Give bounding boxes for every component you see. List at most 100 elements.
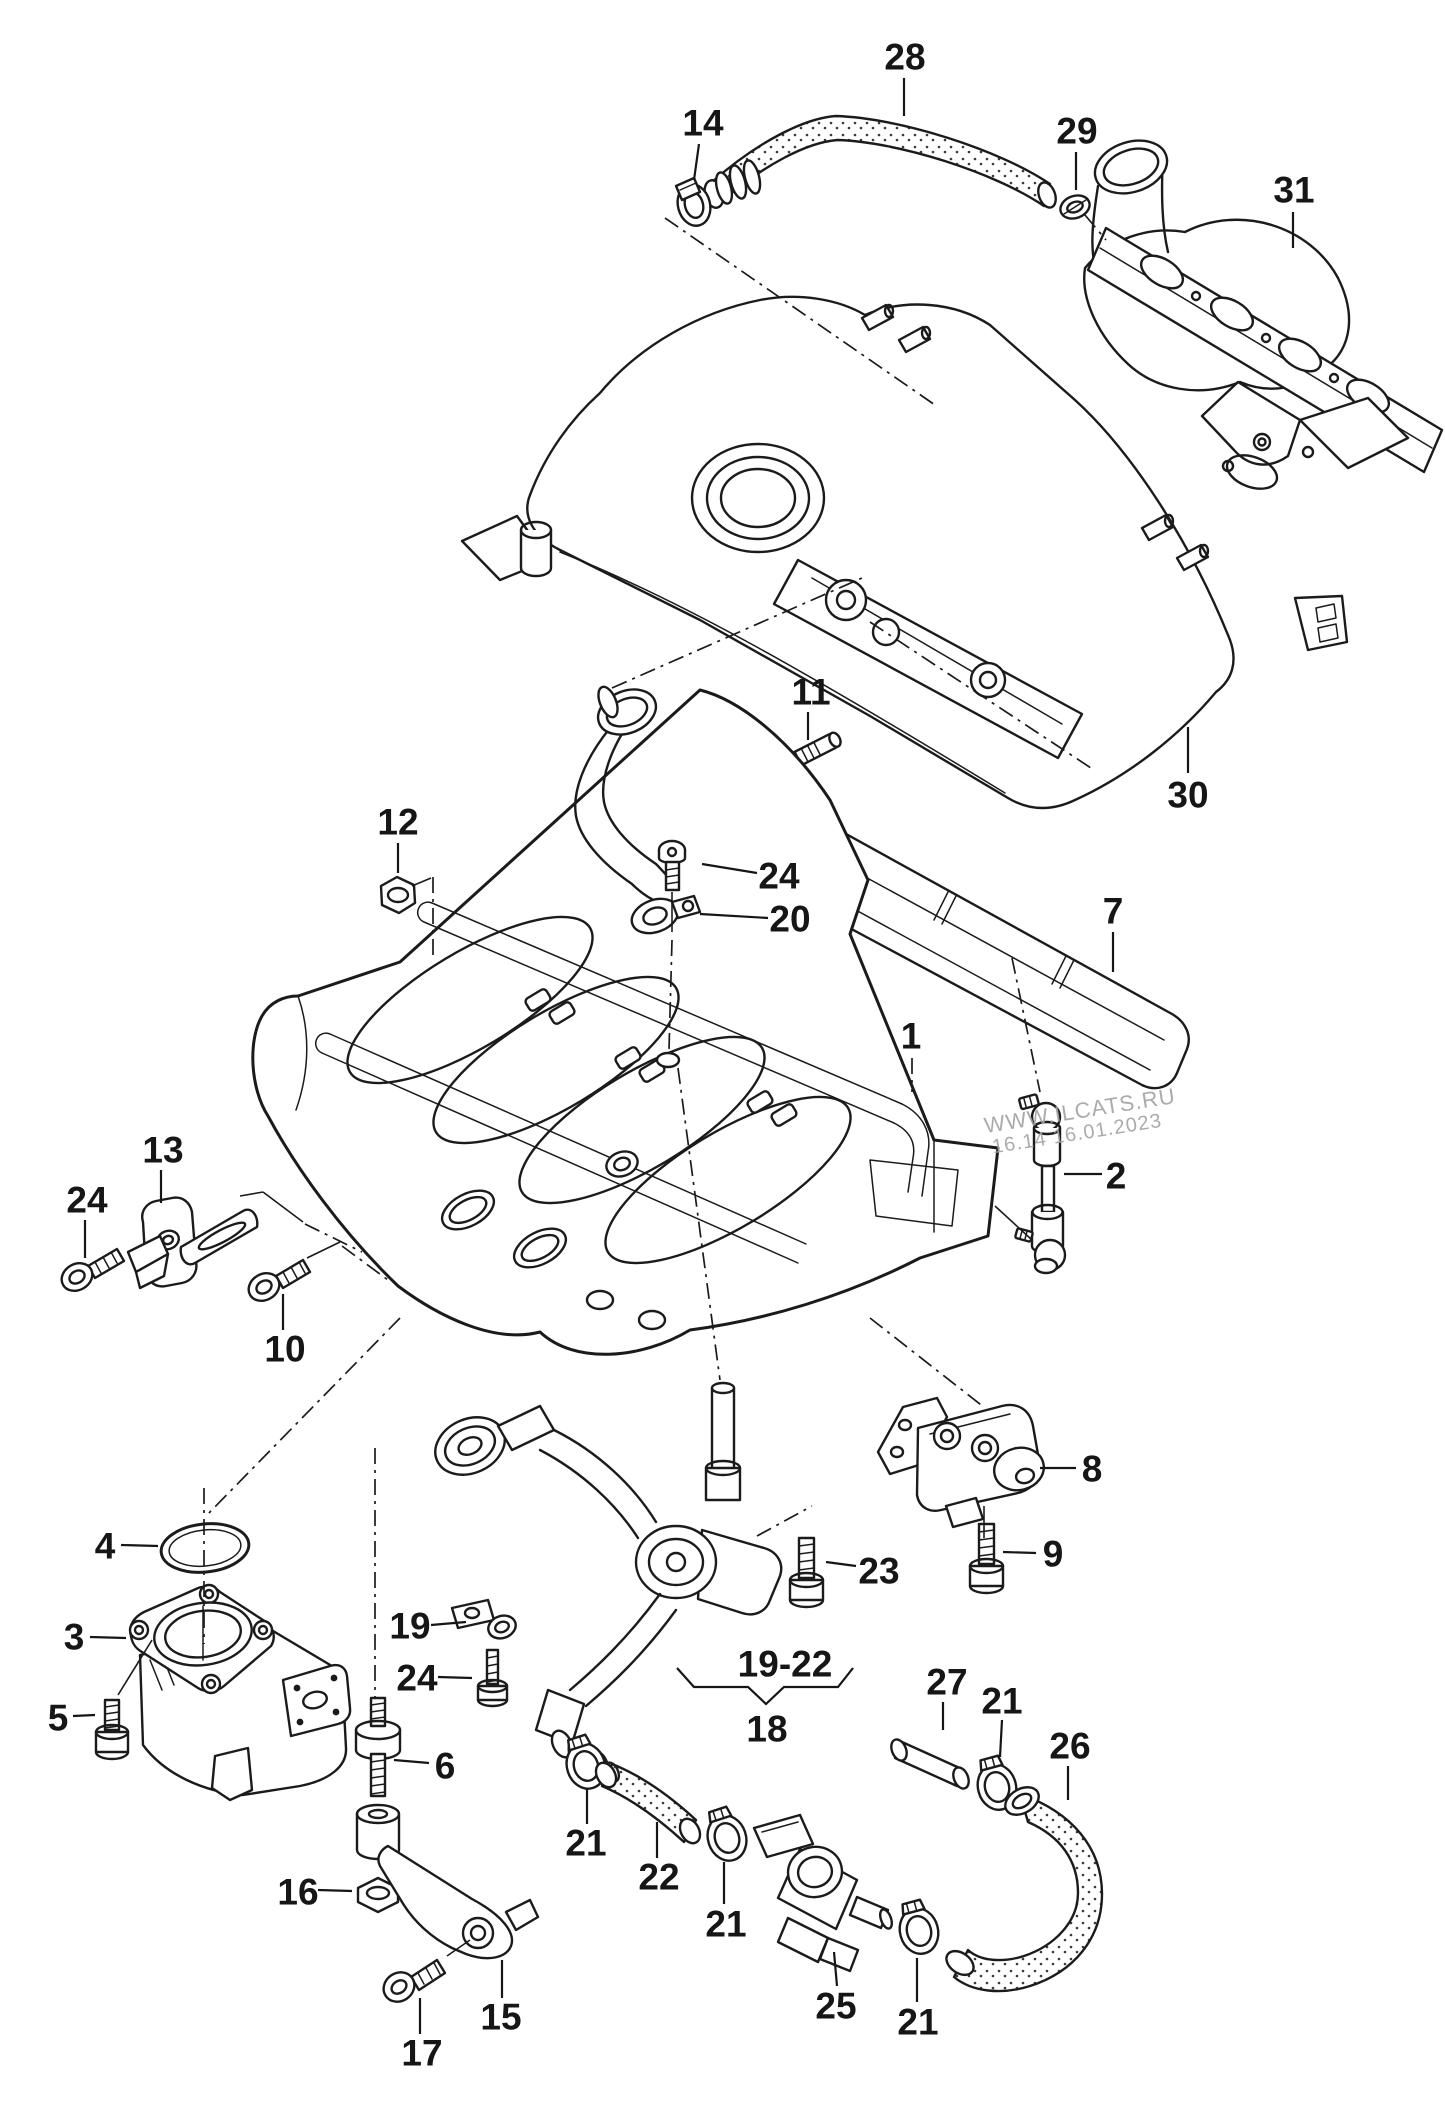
- callout-leader-23-17: [825, 1560, 857, 1568]
- callout-7-6: 7: [1103, 891, 1124, 932]
- hose-clamp-21-d: [976, 1754, 1018, 1811]
- assembly-line-5: [446, 1939, 471, 1957]
- group-bracket-19-22: [676, 1667, 854, 1706]
- construction-line-5: [668, 939, 673, 1051]
- screw-24-bottom: [476, 1648, 509, 1708]
- callout-21-36: 21: [565, 1823, 606, 1864]
- exhaust-manifold-turbo: [1083, 139, 1444, 490]
- callout-11-5: 11: [791, 672, 830, 713]
- assembly-line-3: [994, 1205, 1033, 1241]
- callout-2-11: 2: [1106, 1156, 1127, 1197]
- callout-22-32: 22: [638, 1857, 679, 1898]
- screw-5: [94, 1698, 130, 1761]
- screw-23: [788, 1536, 825, 1609]
- hose-clamp-21-c: [898, 1898, 940, 1955]
- callout-10-14: 10: [264, 1329, 305, 1370]
- sensor-13: [126, 1196, 259, 1290]
- construction-line-14: [341, 1245, 389, 1281]
- construction-line-9: [205, 1317, 401, 1517]
- callout-leader-25-34: [832, 1951, 839, 1987]
- callout-leader-3-19: [89, 1635, 127, 1640]
- hose-clamp-21-a: [565, 1733, 607, 1790]
- breather-pipe: [574, 685, 680, 904]
- construction-line-12: [756, 1505, 813, 1537]
- screw-10: [247, 1258, 312, 1303]
- callout-8-15: 8: [1082, 1449, 1103, 1490]
- callout-1-10: 1: [901, 1016, 922, 1057]
- callout-20-9: 20: [769, 899, 810, 940]
- intake-manifold: [251, 688, 1000, 1356]
- callout-21-33: 21: [705, 1904, 746, 1945]
- callout-19-22-27: 19-22: [738, 1644, 833, 1685]
- construction-line-6: [677, 1067, 721, 1381]
- callout-3-19: 3: [64, 1617, 85, 1658]
- callout-24-22: 24: [396, 1658, 438, 1699]
- callout-leader-4-18: [120, 1543, 159, 1548]
- cylinder-head-cover: [460, 295, 1349, 810]
- callout-leader-24-8: [701, 862, 758, 875]
- hose-26: [945, 1786, 1104, 1993]
- construction-line-3: [869, 621, 1095, 771]
- callout-12-7: 12: [377, 802, 418, 843]
- callout-27-29: 27: [926, 1662, 967, 1703]
- callout-30-4: 30: [1167, 775, 1208, 816]
- callout-leader-14-1: [692, 143, 701, 181]
- callout-29-2: 29: [1056, 111, 1097, 152]
- callout-18-28: 18: [746, 1709, 787, 1750]
- construction-line-2: [611, 577, 863, 689]
- construction-line-1: [1084, 214, 1107, 241]
- callout-21-35: 21: [897, 2002, 938, 2043]
- callout-23-17: 23: [858, 1551, 899, 1592]
- screw-17: [382, 1958, 447, 2003]
- vacuum-valve-8: [876, 1396, 1045, 1529]
- stud-6: [354, 1696, 402, 1798]
- assembly-line-8: [411, 877, 432, 887]
- callout-5-20: 5: [48, 1698, 69, 1739]
- callout-leader-16-24: [317, 1888, 353, 1893]
- breather-hose: [703, 114, 1057, 209]
- construction-line-13: [304, 1223, 363, 1253]
- callout-leader-9-16: [1002, 1550, 1037, 1555]
- callout-16-24: 16: [277, 1872, 318, 1913]
- hose-clamp-21-b: [706, 1805, 748, 1862]
- hose-22: [594, 1761, 702, 1845]
- callout-leader-24-22: [437, 1675, 473, 1680]
- construction-line-8: [869, 1317, 986, 1409]
- assembly-line-0: [239, 1191, 264, 1197]
- callout-17-26: 17: [401, 2033, 442, 2074]
- callout-15-25: 15: [480, 1997, 521, 2038]
- callout-leader-6-23: [393, 1758, 430, 1765]
- callout-24-8: 24: [758, 856, 800, 897]
- callout-14-1: 14: [682, 103, 724, 144]
- hex-nut-12: [379, 875, 417, 915]
- callout-leader-20-9: [699, 912, 769, 920]
- callout-19-21: 19: [389, 1606, 430, 1647]
- seal-ring-29: [1059, 194, 1091, 220]
- support-rod-2: [1014, 1093, 1067, 1275]
- construction-lines-layer: [117, 214, 1107, 1957]
- assembly-line-2: [306, 1241, 341, 1259]
- callout-26-31: 26: [1049, 1726, 1090, 1767]
- callout-25-34: 25: [815, 1986, 856, 2027]
- callout-6-23: 6: [435, 1746, 456, 1787]
- callout-21-30: 21: [981, 1681, 1022, 1722]
- grommet-20: [630, 894, 702, 935]
- screw-9: [968, 1522, 1005, 1595]
- hose-clamp-14: [674, 176, 712, 227]
- screw-24-top: [657, 839, 687, 892]
- throttle-body-3: [128, 1583, 352, 1802]
- vent-valve-assembly-18: [434, 1381, 783, 1783]
- support-bracket-15: [377, 1844, 540, 1960]
- callout-leader-5-20: [72, 1713, 96, 1718]
- assembly-line-6: [117, 1639, 153, 1696]
- callout-leader-19-21: [430, 1620, 467, 1627]
- callout-28-0: 28: [884, 37, 925, 78]
- callout-13-12: 13: [142, 1130, 183, 1171]
- retaining-clip-19: [450, 1598, 517, 1640]
- callout-9-16: 9: [1043, 1534, 1064, 1575]
- construction-line-7: [1011, 957, 1041, 1093]
